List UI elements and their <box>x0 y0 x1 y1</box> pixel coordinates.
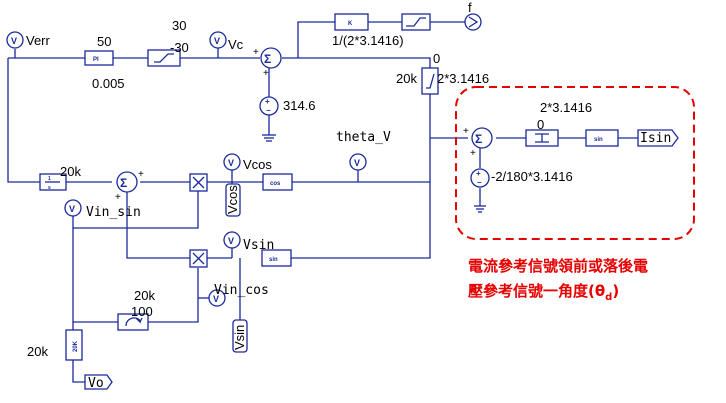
apf-gain-label: 100 <box>131 304 153 319</box>
vo-tag: Vo <box>84 374 113 391</box>
f-probe[interactable] <box>464 13 482 31</box>
cos-block-text: cos <box>270 181 281 187</box>
annotation-line-2: 壓參考信號一角度(θd) <box>468 282 619 303</box>
limiter-low-label: -30 <box>170 40 189 55</box>
theta-v-label: theta_V <box>336 130 391 145</box>
lpf1-label: 20k <box>60 164 81 179</box>
vsin-probe[interactable]: V <box>223 231 241 249</box>
cos-block[interactable]: cos <box>262 173 293 191</box>
apf-block[interactable] <box>117 313 149 331</box>
vsin-label: Vsin <box>243 238 274 253</box>
lpf-left-label: 20k <box>27 344 48 359</box>
lpf-block[interactable]: 1 s <box>39 173 67 191</box>
k-gain-label: 1/(2*3.1416) <box>332 33 404 48</box>
shift-const-label: -2/180*3.1416 <box>491 169 573 184</box>
svg-text:Σ: Σ <box>120 176 127 190</box>
dc-source-label: 314.6 <box>283 98 316 113</box>
vin-sin-label: Vin_sin <box>86 205 141 220</box>
k-block[interactable]: K <box>334 13 369 31</box>
reset-low-label: 0 <box>433 51 440 66</box>
svg-text:1: 1 <box>48 176 51 182</box>
svg-text:−: − <box>266 106 271 115</box>
k-block-text: K <box>348 21 353 27</box>
vsin-tag-label: Vsin <box>232 325 247 350</box>
vcos-probe[interactable]: V <box>223 153 241 171</box>
svg-text:+: + <box>265 97 270 106</box>
verr-probe[interactable]: V <box>6 31 24 49</box>
svg-text:V: V <box>228 236 234 246</box>
vcos-label: Vcos <box>243 157 272 172</box>
reset-integrator[interactable] <box>421 67 439 95</box>
isin-tag: Isin <box>637 129 679 147</box>
svg-text:V: V <box>69 204 75 214</box>
svg-text:+: + <box>463 126 469 137</box>
limiter-block[interactable] <box>147 49 181 67</box>
svg-text:+: + <box>115 192 121 203</box>
isin-label: Isin <box>640 131 671 146</box>
svg-text:+: + <box>138 169 144 180</box>
shift-low-label: 0 <box>537 117 544 132</box>
verr-label: Verr <box>26 33 51 48</box>
modulo-block[interactable] <box>525 129 559 147</box>
dc-source[interactable]: + − <box>259 96 279 116</box>
svg-text:+: + <box>263 68 269 79</box>
svg-text:+: + <box>470 148 476 159</box>
lpf-vertical-text: 20K <box>73 340 79 352</box>
vsin-tag: Vsin <box>232 319 248 353</box>
multiplier-2[interactable] <box>189 249 208 268</box>
pi-time-label: 0.005 <box>92 76 125 91</box>
svg-text:V: V <box>354 158 360 168</box>
vcos-tag: Vcos <box>225 183 241 217</box>
svg-text:V: V <box>214 36 220 46</box>
pi-block[interactable]: PI <box>84 50 114 66</box>
highlight-region <box>455 86 695 240</box>
sin-block-2[interactable]: sin <box>261 249 292 267</box>
multiplier-1[interactable] <box>189 173 208 192</box>
summer-1[interactable]: Σ + + <box>253 47 282 79</box>
shift-high-label: 2*3.1416 <box>540 100 592 115</box>
annotation-line-1: 電流參考信號領前或落後電 <box>468 257 648 275</box>
output-limiter-block[interactable] <box>401 13 431 31</box>
vin-cos-label: Vin_cos <box>214 283 269 298</box>
svg-text:V: V <box>213 294 219 304</box>
vc-label: Vc <box>228 37 244 52</box>
vin-sin-probe[interactable]: V <box>64 199 82 217</box>
vo-label: Vo <box>88 376 104 391</box>
sin-block-shift[interactable]: sin <box>585 129 619 147</box>
blocks: V Verr PI 50 0.005 30 -30 V Vc Σ + + <box>6 0 695 391</box>
summer-2[interactable]: Σ + + <box>115 169 144 203</box>
pi-block-text: PI <box>93 57 99 63</box>
svg-text:Σ: Σ <box>264 52 271 66</box>
lpf-vertical-block[interactable]: 20K <box>65 329 83 361</box>
reset-freq-label: 20k <box>396 71 417 86</box>
wires <box>7 21 638 383</box>
f-label: f <box>468 0 472 15</box>
svg-text:+: + <box>253 47 259 58</box>
summer-shift[interactable]: Σ + + <box>463 126 493 159</box>
annotation: 電流參考信號領前或落後電 壓參考信號一角度(θd) <box>468 257 648 303</box>
dc-source-shift[interactable]: + − <box>470 168 490 188</box>
pi-gain-label: 50 <box>97 34 111 49</box>
svg-text:V: V <box>228 158 234 168</box>
svg-text:−: − <box>477 178 482 187</box>
limiter-high-label: 30 <box>172 18 186 33</box>
theta-v-probe[interactable]: V <box>349 153 367 171</box>
vcos-tag-label: Vcos <box>225 185 240 214</box>
svg-text:s: s <box>48 185 51 191</box>
apf-freq-label: 20k <box>134 288 155 303</box>
reset-high-label: 2*3.1416 <box>437 71 489 86</box>
vc-probe[interactable]: V <box>209 31 227 49</box>
sin-block-2-text: sin <box>269 257 278 263</box>
svg-text:+: + <box>476 169 481 178</box>
svg-text:V: V <box>11 36 17 46</box>
sin-block-shift-text: sin <box>594 137 603 143</box>
svg-text:Σ: Σ <box>475 132 482 146</box>
vin-cos-probe[interactable]: V <box>208 289 226 307</box>
